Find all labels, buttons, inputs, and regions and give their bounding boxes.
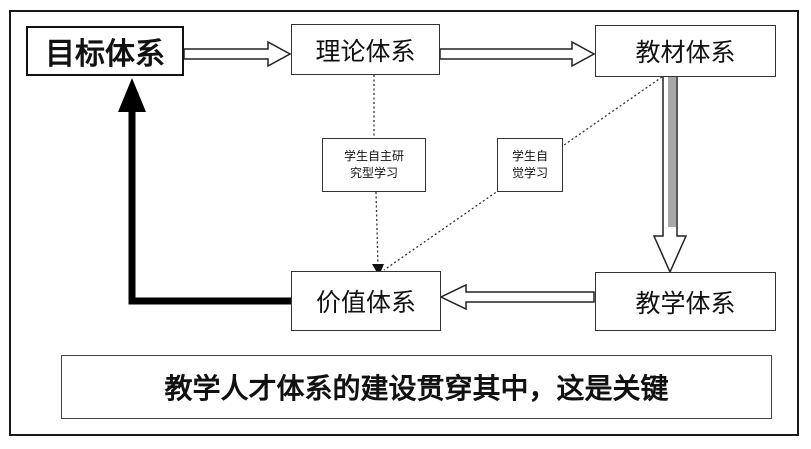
node-teaching: 教学体系 xyxy=(595,272,776,331)
node-theory-label: 理论体系 xyxy=(315,36,416,66)
arrowhead-goal xyxy=(118,78,146,112)
node-teaching-label: 教学体系 xyxy=(635,288,736,318)
label-conscious-line2: 觉学习 xyxy=(511,166,548,180)
dotted-arrowhead-value xyxy=(372,264,384,276)
node-value-label: 价值体系 xyxy=(315,288,416,317)
node-textbook-label: 教材体系 xyxy=(635,38,736,67)
banner: 教学人才体系的建设贯穿其中，这是关键 xyxy=(61,355,772,419)
node-theory: 理论体系 xyxy=(291,24,440,75)
arrow-theory-to-textbook xyxy=(439,40,596,68)
node-textbook: 教材体系 xyxy=(595,25,776,77)
arrow-teaching-to-value xyxy=(439,283,595,311)
arrow-goal-to-theory xyxy=(183,40,292,68)
label-conscious-line1: 学生自 xyxy=(511,149,548,163)
label-research-learning: 学生自主研 究型学习 xyxy=(322,138,426,192)
node-goal: 目标体系 xyxy=(26,26,184,76)
node-value: 价值体系 xyxy=(291,271,441,331)
label-research-line1: 学生自主研 xyxy=(343,149,404,163)
arrow-value-to-goal xyxy=(128,108,291,305)
banner-text: 教学人才体系的建设贯穿其中，这是关键 xyxy=(164,372,669,405)
node-goal-label: 目标体系 xyxy=(45,37,165,72)
arrow-textbook-gray-band xyxy=(668,77,676,227)
label-conscious-learning: 学生自 觉学习 xyxy=(497,138,563,192)
label-research-line2: 究型学习 xyxy=(349,166,398,180)
dotted-research-to-value xyxy=(375,191,379,267)
